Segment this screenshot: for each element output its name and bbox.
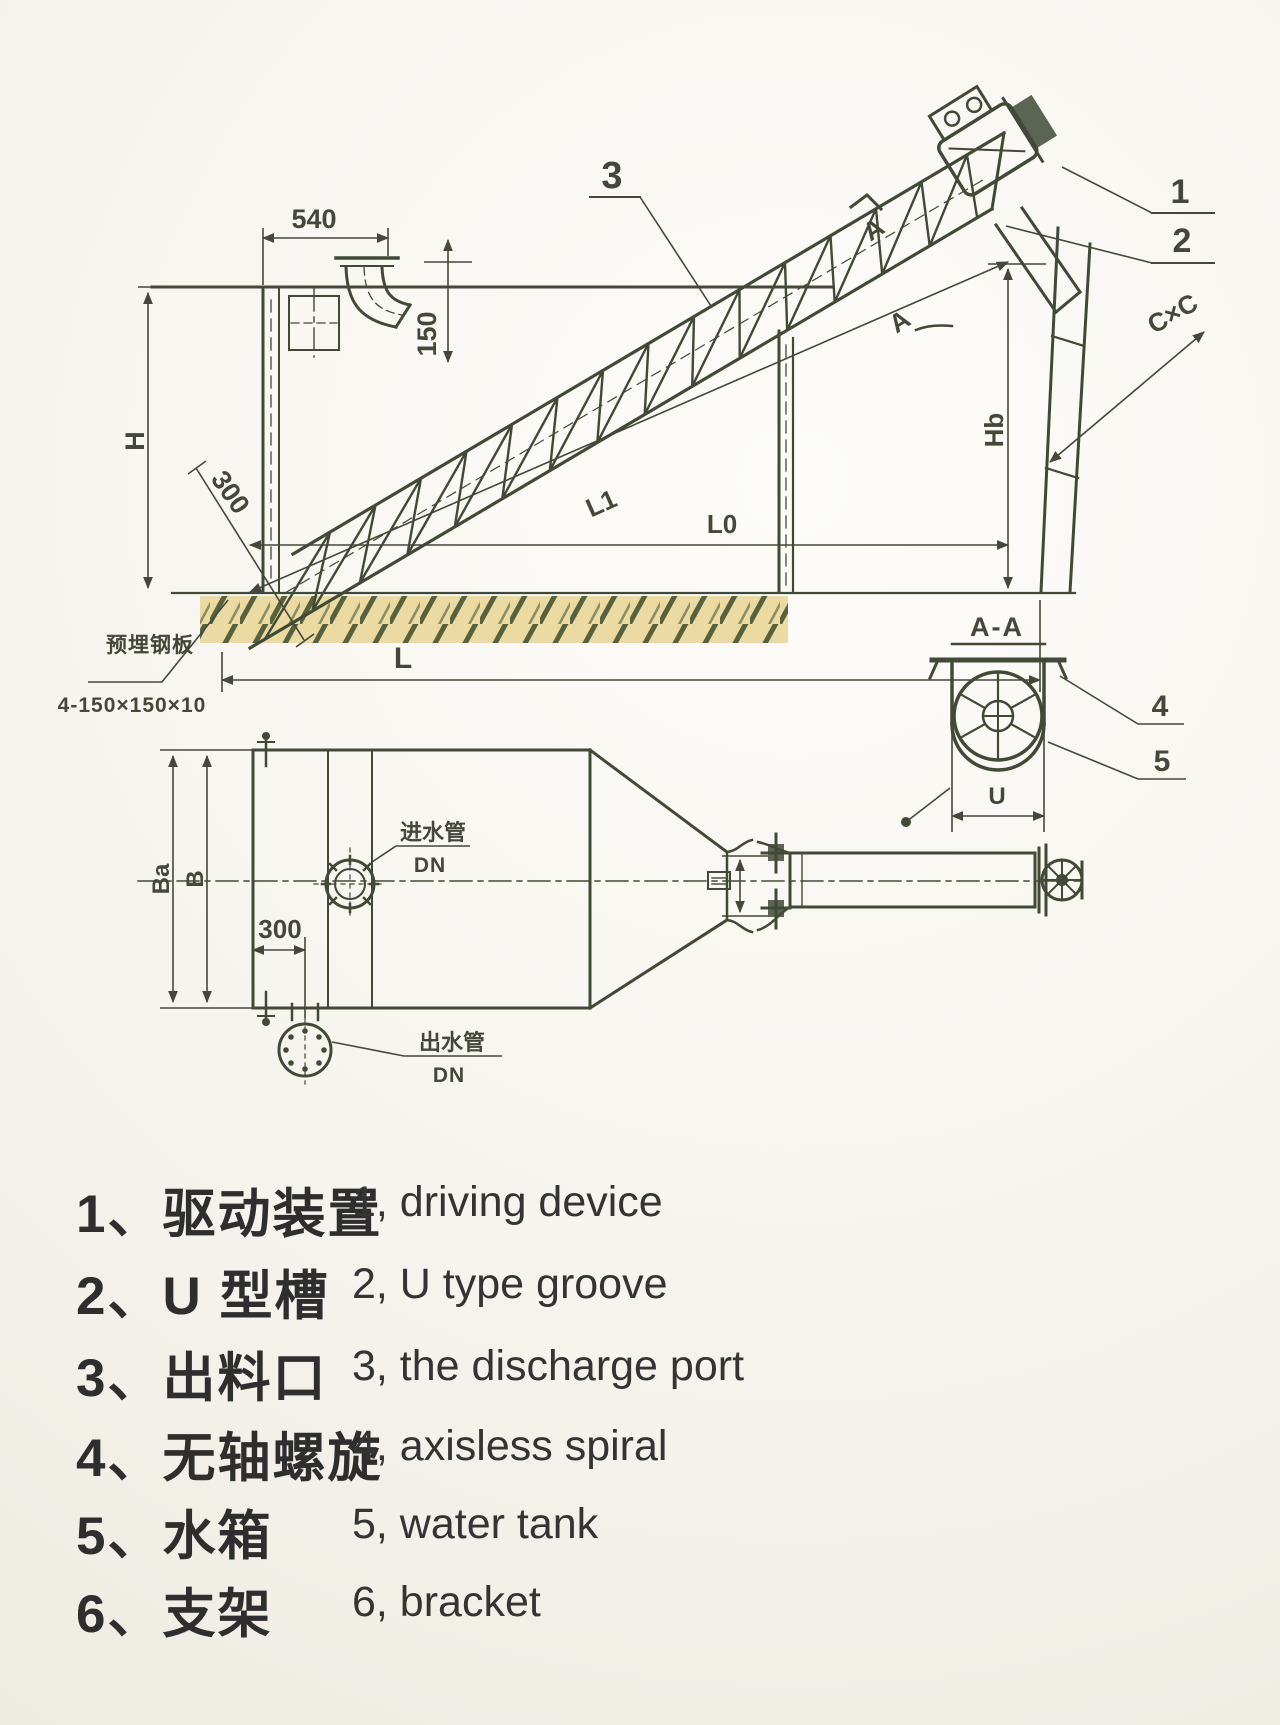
legend-1-en: 1, driving device xyxy=(352,1178,663,1226)
dim-H: H xyxy=(120,286,162,590)
callout-1: 1 xyxy=(1061,166,1215,214)
weld-leader xyxy=(901,787,951,827)
dim-Ba: Ba xyxy=(148,754,178,1004)
support-legs xyxy=(1039,226,1092,594)
dim-L-label: L xyxy=(394,642,412,675)
embedded-plate-note: 预埋钢板 4-150×150×10 xyxy=(58,599,229,717)
outlet-name: 出水管 xyxy=(419,1030,485,1055)
legend-row-2: 2、U 型槽 2, U type groove xyxy=(0,1254,1280,1326)
legend-5-en: 5, water tank xyxy=(352,1500,599,1548)
outlet-flange xyxy=(277,1002,333,1085)
dim-150: 150 xyxy=(412,238,472,364)
callout-5-label: 5 xyxy=(1154,745,1171,778)
plate-note-line1: 预埋钢板 xyxy=(106,633,194,657)
head-discharge-spout xyxy=(993,205,1083,315)
driving-device xyxy=(927,84,1058,197)
dim-300-plan: 300 xyxy=(251,914,307,1018)
inlet-name: 进水管 xyxy=(400,820,466,845)
dim-540-label: 540 xyxy=(291,204,336,234)
dim-L1-label: L1 xyxy=(581,483,621,523)
plate-note-line2: 4-150×150×10 xyxy=(58,694,207,717)
legend-row-4: 4、无轴螺旋 4, axisless spiral xyxy=(0,1416,1280,1488)
neck-flange xyxy=(725,832,792,934)
dim-H-label: H xyxy=(120,431,150,451)
callout-3: 3 xyxy=(589,155,712,307)
legend-6-cn: 6、支架 xyxy=(76,1585,273,1644)
dim-150-label: 150 xyxy=(412,311,442,356)
callout-4: 4 xyxy=(1059,675,1184,725)
spiral-spokes xyxy=(958,670,1038,762)
legend-5-cn: 5、水箱 xyxy=(76,1507,273,1566)
outlet-label: 出水管 DN xyxy=(331,1030,502,1087)
callout-5: 5 xyxy=(1047,741,1186,780)
legend-4-cn: 4、无轴螺旋 xyxy=(76,1429,383,1488)
dim-U-label: U xyxy=(988,783,1005,810)
legend-3-cn: 3、出料口 xyxy=(76,1349,328,1408)
dim-B-label: B xyxy=(182,870,209,887)
section-mark-lower-label: A xyxy=(883,303,915,339)
outlet-dn: DN xyxy=(433,1064,465,1087)
dim-L: L xyxy=(220,600,1042,692)
corner-bolt-top xyxy=(257,732,275,768)
corner-bolt-bottom xyxy=(257,990,275,1026)
plan-view: Ba B xyxy=(137,732,1084,1087)
callout-1-label: 1 xyxy=(1171,173,1190,211)
callout-4-label: 4 xyxy=(1152,690,1169,723)
side-view: H 540 150 xyxy=(58,84,1215,717)
middle-column xyxy=(777,329,795,594)
dim-Ba-label: Ba xyxy=(148,863,175,894)
neck-dimension xyxy=(707,855,768,917)
dim-300-side-label: 300 xyxy=(205,465,255,519)
conveyor-trough xyxy=(247,130,1007,651)
dim-CxC: C×C xyxy=(1049,287,1205,463)
dim-U: U xyxy=(950,730,1046,832)
dim-L0: L0 xyxy=(248,509,1010,550)
legend-3-en: 3, the discharge port xyxy=(352,1342,745,1390)
legend-row-1: 1、驱动装置 1, driving device xyxy=(0,1172,1280,1244)
dim-540: 540 xyxy=(261,204,390,285)
tank-wall xyxy=(150,285,834,594)
dim-B: B xyxy=(182,754,212,1004)
taper-cone xyxy=(587,747,730,1011)
callout-2: 2 xyxy=(1005,222,1215,264)
inlet-dn: DN xyxy=(414,854,446,877)
dim-Hb-label: Hb xyxy=(979,413,1009,448)
dim-Hb: Hb xyxy=(979,263,1046,590)
conveyor-tube-plan xyxy=(788,851,1037,909)
callout-3-label: 3 xyxy=(601,155,622,197)
legend-row-5: 5、水箱 5, water tank xyxy=(0,1494,1280,1566)
dim-L0-label: L0 xyxy=(707,509,737,539)
section-aa-title: A-A xyxy=(970,612,1024,642)
end-coupling xyxy=(1037,843,1084,917)
discharge-chute-box xyxy=(288,288,340,358)
section-mark-lower: A xyxy=(883,303,954,339)
ground-foundation xyxy=(170,591,1077,643)
legend-4-en: 4, axisless spiral xyxy=(352,1422,668,1470)
inlet-flange xyxy=(313,847,387,921)
dim-CxC-label: C×C xyxy=(1142,287,1203,339)
legend-2-en: 2, U type groove xyxy=(352,1260,668,1308)
legend-1-cn: 1、驱动装置 xyxy=(76,1185,383,1244)
legend-row-6: 6、支架 6, bracket xyxy=(0,1572,1280,1644)
legend-row-3: 3、出料口 3, the discharge port xyxy=(0,1336,1280,1408)
dim-300-plan-label: 300 xyxy=(258,914,301,944)
discharge-elbow xyxy=(334,256,413,330)
inlet-label: 进水管 DN xyxy=(371,820,470,877)
callout-2-label: 2 xyxy=(1173,222,1192,260)
legend-2-cn: 2、U 型槽 xyxy=(76,1267,330,1326)
legend-6-en: 6, bracket xyxy=(352,1578,541,1626)
section-aa: A-A U 4 xyxy=(901,612,1186,832)
